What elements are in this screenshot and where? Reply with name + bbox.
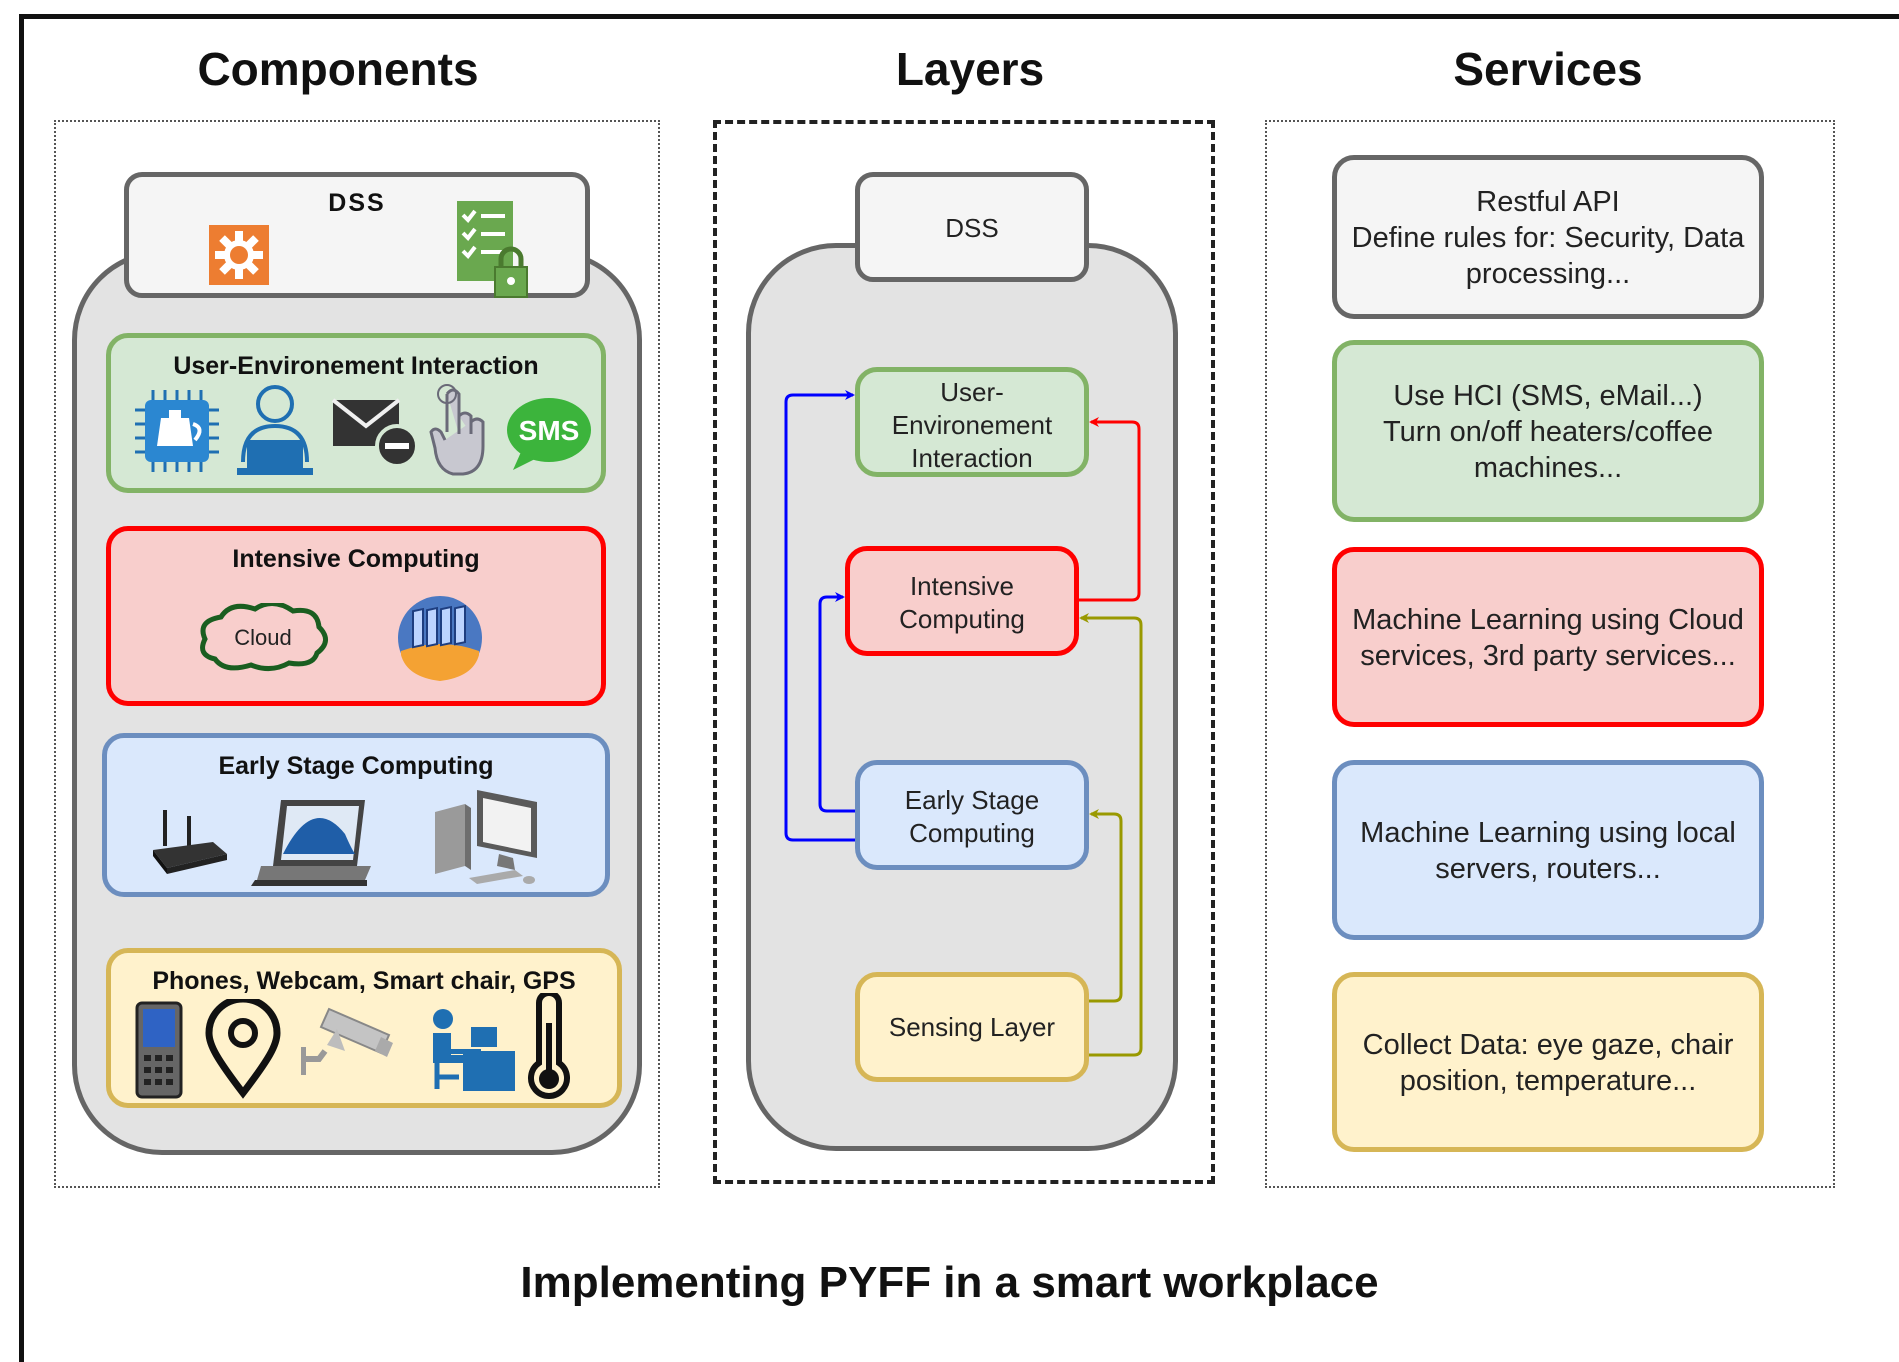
- smart-kettle-chip-icon: [135, 390, 219, 472]
- user-laptop-icon: [237, 385, 313, 475]
- service-user-env-line-2: Turn on/off heaters/coffee: [1383, 416, 1713, 448]
- outer-frame: [19, 14, 1899, 1362]
- layer-early-line-1: Early Stage: [904, 785, 1040, 815]
- webcam-icon: [301, 1007, 393, 1075]
- components-panel: [54, 120, 660, 1188]
- laptop-icon: [251, 800, 371, 886]
- service-dss-line-1: Restful API: [1476, 186, 1620, 218]
- service-sensing: Collect Data: eye gaze, chair position, …: [1332, 972, 1764, 1152]
- email-minus-icon: [331, 398, 419, 468]
- rest-api-gear-icon: [209, 225, 269, 285]
- components-intensive-box: Intensive Computing Cloud: [106, 526, 606, 706]
- arrow-sensing-to-early: [1089, 809, 1123, 1003]
- service-dss-line-3: processing...: [1465, 258, 1631, 290]
- service-user-env: Use HCI (SMS, eMail...) Turn on/off heat…: [1332, 340, 1764, 522]
- layer-sensing-label: Sensing Layer: [888, 1012, 1056, 1042]
- layers-dss-label: DSS: [945, 213, 999, 243]
- touch-hand-icon: [429, 384, 485, 476]
- layers-column-title: Layers: [895, 43, 1045, 95]
- layer-sensing: Sensing Layer: [855, 972, 1089, 1082]
- components-column-title: Components: [197, 43, 479, 95]
- layers-panel: [713, 120, 1215, 1184]
- components-dss-box: DSS: [124, 172, 590, 298]
- layer-intensive-line-2: Computing: [899, 604, 1025, 634]
- layer-user-env-line-1: User-: [940, 377, 1004, 407]
- checklist-lock-icon: [457, 201, 528, 298]
- components-intensive-title: Intensive Computing: [232, 545, 480, 573]
- service-user-env-line-3: machines...: [1473, 452, 1623, 484]
- server-cluster-icon: [398, 596, 482, 681]
- components-early-title: Early Stage Computing: [218, 752, 494, 780]
- arrow-intensive-to-user-env: [1079, 417, 1141, 602]
- diagram-caption: Implementing PYFF in a smart workplace: [520, 1258, 1379, 1307]
- person-at-desk-icon: [433, 1009, 515, 1091]
- layer-user-env: User- Environement Interaction: [855, 367, 1089, 477]
- components-early-box: Early Stage Computing: [102, 733, 610, 897]
- layer-early: Early Stage Computing: [855, 760, 1089, 870]
- mobile-phone-icon: [135, 1001, 183, 1099]
- cloud-icon-label: Cloud: [234, 625, 292, 650]
- layer-intensive: Intensive Computing: [845, 546, 1079, 656]
- layer-intensive-line-1: Intensive: [909, 571, 1015, 601]
- router-icon: [153, 810, 227, 874]
- sms-bubble-icon: SMS: [507, 398, 591, 470]
- layers-dss-box: DSS: [855, 172, 1089, 282]
- service-intensive: Machine Learning using Cloud services, 3…: [1332, 547, 1764, 727]
- arrow-early-to-intensive: [818, 592, 855, 813]
- thermometer-icon: [528, 993, 570, 1099]
- service-sensing-line-1: Collect Data: eye gaze, chair: [1362, 1029, 1734, 1061]
- service-intensive-line-2: services, 3rd party services...: [1360, 640, 1736, 672]
- layer-early-line-2: Computing: [909, 818, 1035, 848]
- service-dss: Restful API Define rules for: Security, …: [1332, 155, 1764, 319]
- service-early-line-1: Machine Learning using local: [1360, 817, 1736, 849]
- components-user-env-box: User-Environement Interaction: [106, 333, 606, 493]
- layer-user-env-line-2: Environement: [891, 410, 1053, 440]
- service-intensive-line-1: Machine Learning using Cloud: [1352, 604, 1744, 636]
- service-sensing-line-2: position, temperature...: [1399, 1065, 1697, 1097]
- service-early-line-2: servers, routers...: [1435, 853, 1661, 885]
- layer-user-env-line-3: Interaction: [911, 443, 1033, 473]
- services-panel: [1265, 120, 1835, 1188]
- components-dss-label: DSS: [328, 189, 386, 217]
- cloud-icon: [200, 603, 328, 671]
- components-user-env-title: User-Environement Interaction: [173, 352, 539, 380]
- service-dss-line-2: Define rules for: Security, Data: [1351, 222, 1745, 254]
- arrow-early-to-user-env: [784, 390, 855, 842]
- desktop-computer-icon: [435, 790, 537, 884]
- components-sensing-title: Phones, Webcam, Smart chair, GPS: [152, 967, 576, 995]
- arrow-sensing-to-intensive: [1079, 613, 1143, 1057]
- svg-text:SMS: SMS: [519, 415, 580, 446]
- services-column-title: Services: [1453, 43, 1643, 95]
- service-early: Machine Learning using local servers, ro…: [1332, 760, 1764, 940]
- components-sensing-box: Phones, Webcam, Smart chair, GPS: [106, 948, 622, 1108]
- gps-pin-icon: [205, 999, 281, 1099]
- service-user-env-line-1: Use HCI (SMS, eMail...): [1393, 380, 1703, 412]
